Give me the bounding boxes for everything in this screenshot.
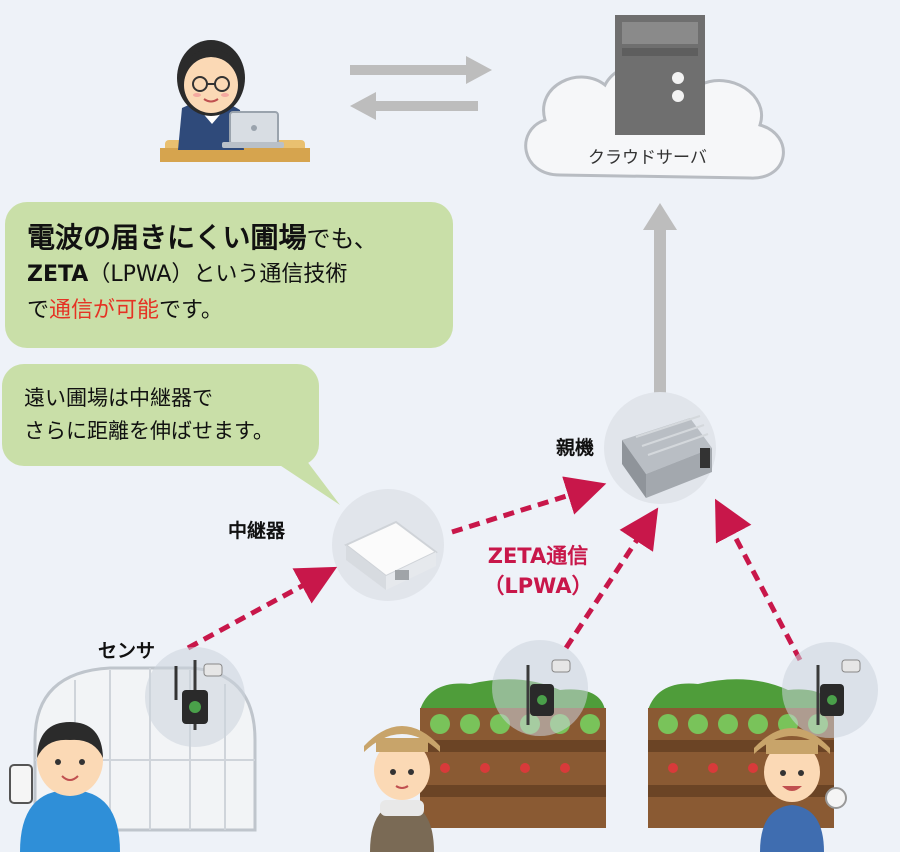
greenhouse-scene bbox=[9, 647, 257, 852]
callout-main-line1-rest: でも、 bbox=[306, 225, 378, 253]
parent-device-label: 親機 bbox=[556, 437, 595, 459]
zeta-link-label-line1: ZETA通信 bbox=[487, 544, 589, 568]
callout-sub: 遠い圃場は中継器で さらに距離を伸ばせます。 bbox=[2, 364, 319, 466]
repeater-device bbox=[332, 489, 444, 601]
field-scene-2 bbox=[648, 642, 878, 852]
zeta-links bbox=[186, 476, 803, 662]
cloud-server-illustration bbox=[524, 15, 785, 180]
sync-arrows bbox=[350, 56, 492, 120]
callout-main-emphasis: 電波の届きにくい圃場 bbox=[27, 221, 307, 254]
callout-sub-line1: 遠い圃場は中継器で bbox=[24, 386, 213, 410]
zeta-link-label-line2: （LPWA） bbox=[483, 574, 593, 598]
zeta-link-label: ZETA通信 （LPWA） bbox=[468, 541, 608, 601]
callout-main-line3-post: です。 bbox=[159, 298, 223, 323]
field-scene-1 bbox=[364, 640, 606, 852]
sensor-label: センサ bbox=[98, 640, 156, 662]
callout-main-line3: で通信が可能です。 bbox=[27, 293, 431, 329]
callout-sub-line2: さらに距離を伸ばせます。 bbox=[24, 419, 274, 443]
callout-main-line1: 電波の届きにくい圃場でも、 bbox=[27, 220, 431, 257]
cloud-server-label: クラウドサーバ bbox=[588, 148, 707, 168]
callout-main-highlight: 通信が可能 bbox=[49, 298, 160, 323]
parent-gateway-device bbox=[604, 392, 716, 504]
office-worker-illustration bbox=[160, 40, 310, 162]
callout-main: 電波の届きにくい圃場でも、 ZETA（LPWA）という通信技術 で通信が可能です… bbox=[5, 202, 453, 348]
callout-main-line2-rest: （LPWA）という通信技術 bbox=[88, 262, 348, 287]
callout-main-zeta: ZETA bbox=[27, 262, 89, 287]
uplink-arrow bbox=[643, 203, 677, 396]
repeater-label: 中継器 bbox=[228, 520, 286, 542]
callout-main-line2: ZETA（LPWA）という通信技術 bbox=[27, 257, 431, 293]
callout-main-line3-pre: で bbox=[27, 298, 50, 323]
